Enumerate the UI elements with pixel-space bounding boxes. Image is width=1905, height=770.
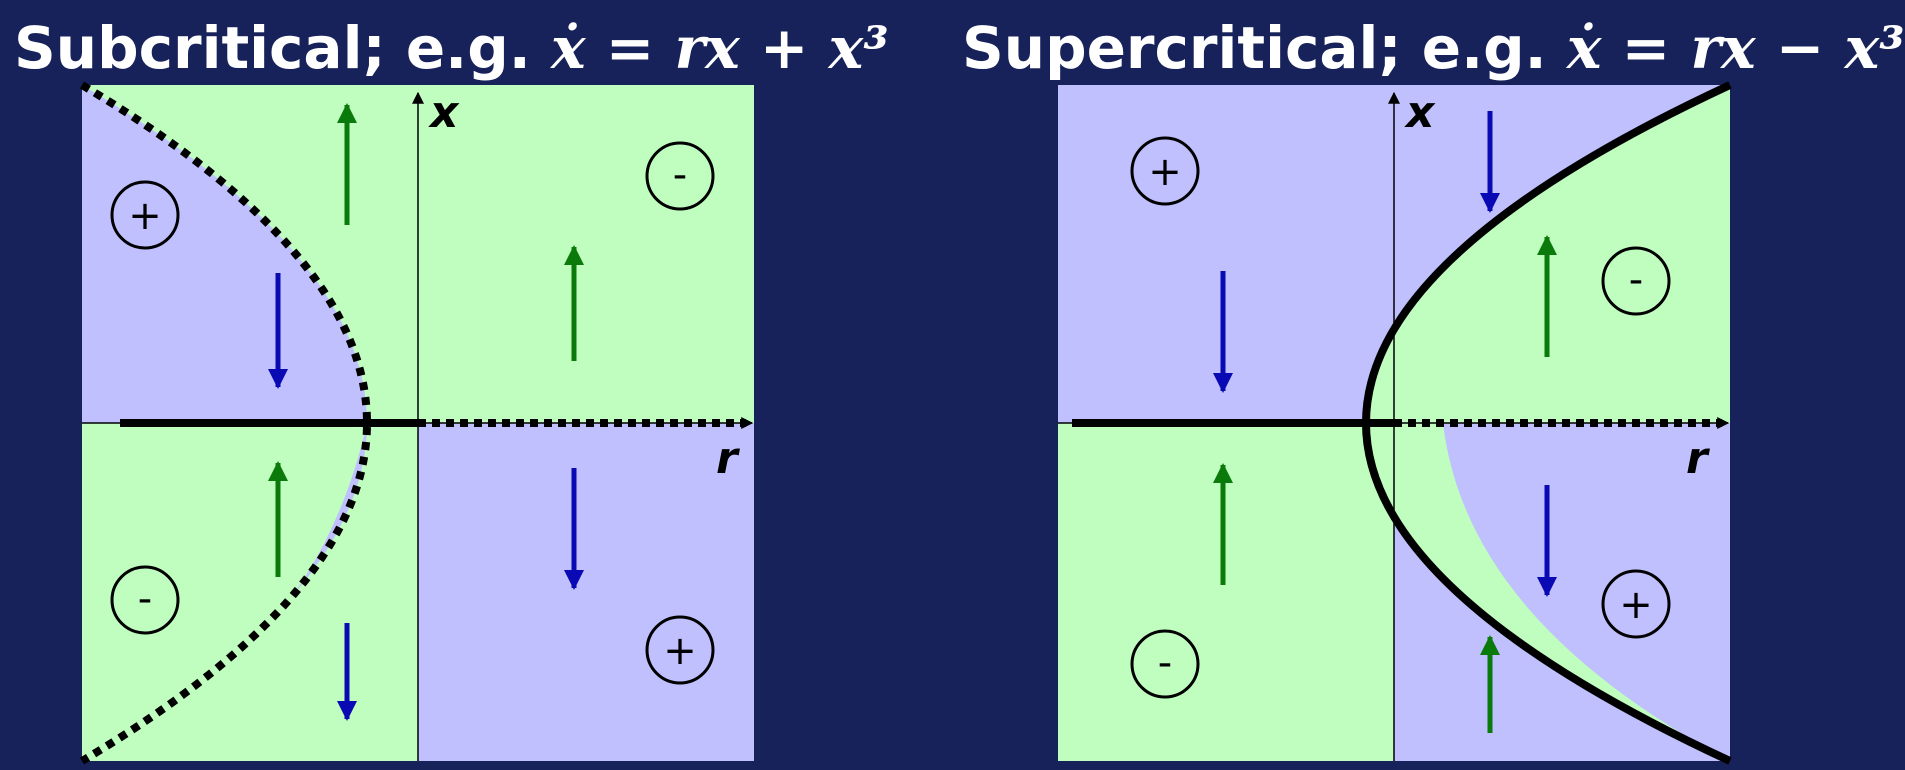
minus-sign-label: - <box>138 576 152 622</box>
plus-sign-badge: + <box>110 180 180 250</box>
region-bottom-left <box>82 423 367 761</box>
title-supercritical: Supercritical; e.g. ẋ = rx − x³ <box>962 6 1905 90</box>
x-axis-label: x <box>428 87 460 138</box>
minus-sign-badge: - <box>1130 629 1200 699</box>
title-supercritical-prefix: Supercritical; e.g. <box>962 14 1567 82</box>
title-subcritical-equation: ẋ = rx + x³ <box>550 14 889 82</box>
x-axis-label: x <box>1404 87 1436 138</box>
region-bottom-left <box>1058 423 1394 761</box>
title-subcritical-prefix: Subcritical; e.g. <box>14 14 551 82</box>
subcritical-diagram: x r + - - + <box>79 81 754 765</box>
minus-sign-label: - <box>1158 640 1172 686</box>
plus-sign-label: + <box>128 193 162 239</box>
region-bottom-right <box>418 423 754 761</box>
title-subcritical: Subcritical; e.g. ẋ = rx + x³ <box>14 6 889 90</box>
minus-sign-label: - <box>673 152 687 198</box>
plus-sign-label: + <box>663 628 697 674</box>
minus-sign-badge: - <box>645 141 715 211</box>
plus-sign-label: + <box>1148 149 1182 195</box>
minus-sign-badge: - <box>110 565 180 635</box>
stable-parabola-branch <box>1362 81 1732 765</box>
title-supercritical-equation: ẋ = rx − x³ <box>1566 14 1905 82</box>
plus-sign-badge: + <box>645 615 715 685</box>
r-axis-label: r <box>1686 433 1710 484</box>
minus-sign-badge: - <box>1601 246 1671 316</box>
r-axis-label: r <box>716 433 740 484</box>
minus-sign-label: - <box>1629 257 1643 303</box>
region-bottom-right <box>1443 423 1730 761</box>
supercritical-diagram: x r + - - + <box>1058 81 1732 765</box>
plus-sign-badge: + <box>1130 136 1200 206</box>
plus-sign-badge: + <box>1601 569 1671 639</box>
plus-sign-label: + <box>1619 582 1653 628</box>
